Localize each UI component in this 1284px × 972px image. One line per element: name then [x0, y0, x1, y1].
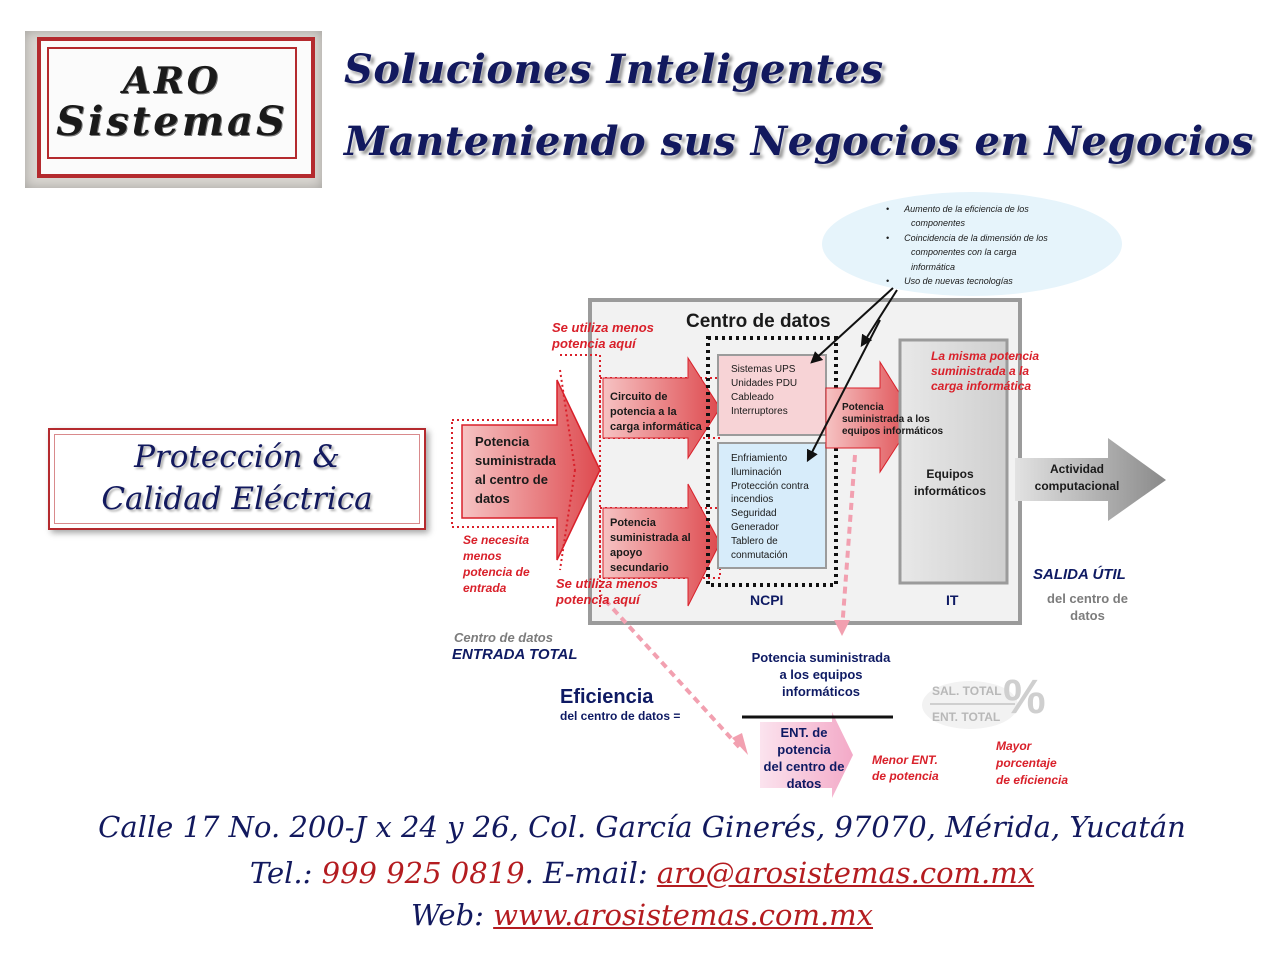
circuito-arrow [602, 356, 721, 460]
ncpi-dotted-box [706, 336, 838, 587]
headline-line2: Manteniendo sus Negocios en Negocios [344, 118, 1254, 165]
protection-box-inner: Protección & Calidad Eléctrica [54, 434, 420, 524]
denominador-arrow [760, 712, 853, 798]
tel-label: Tel.: [249, 856, 322, 890]
bubble-arrow-3 [806, 319, 881, 463]
efficiency-bubble [822, 192, 1122, 296]
company-logo: ARO SistemaS [25, 31, 322, 188]
bubble-item: • Coincidencia de la dimensión de los [886, 232, 1048, 243]
pink-dash-diagonal [603, 598, 742, 750]
bubble-item: componentes con la carga [911, 247, 1017, 258]
pink-dash-vertical-head [834, 620, 850, 636]
ent-total-label: ENT. TOTAL [932, 710, 1001, 724]
protection-box: Protección & Calidad Eléctrica [48, 428, 426, 530]
protection-line2: Calidad Eléctrica [101, 481, 373, 517]
eficiencia-sub-label: del centro de datos = [560, 709, 681, 723]
footer-contact: Tel.: 999 925 0819. E-mail: aro@arosiste… [0, 856, 1284, 890]
bubble-item: componentes [911, 218, 966, 229]
salida-arrow [1015, 438, 1166, 521]
percent-sign: % [1003, 671, 1046, 724]
menor-label: Menor ENT.de potencia [872, 753, 939, 783]
email-label: . E-mail: [524, 856, 657, 890]
bracket-top [560, 354, 601, 608]
headline-line1: Soluciones Inteligentes [344, 46, 884, 93]
ups-box [717, 354, 827, 436]
centro-datos-title: Centro de datos [686, 311, 831, 332]
enfriamiento-box [717, 442, 827, 569]
logo-text-aro: ARO [122, 60, 222, 103]
ncpi-label: NCPI [750, 592, 784, 608]
tel-number: 999 925 0819 [321, 856, 525, 890]
protection-line1: Protección & [134, 439, 340, 476]
it-box [898, 338, 1009, 585]
bracket-left-top [559, 369, 576, 471]
bubble-arrow-2 [860, 289, 898, 348]
bracket-left-bottom [559, 469, 576, 571]
web-label: Web: [410, 898, 494, 932]
salida-util-label: SALIDA ÚTIL [1033, 566, 1126, 583]
footer-address: Calle 17 No. 200-J x 24 y 26, Col. Garcí… [98, 810, 1186, 844]
bubble-item: • Aumento de la eficiencia de los [886, 204, 1029, 214]
footer-web: Web: www.arosistemas.com.mx [0, 898, 1284, 932]
it-label: IT [946, 592, 959, 608]
logo-inner-frame: ARO SistemaS [47, 47, 297, 159]
equipos-arrow [825, 360, 916, 474]
entrada-total-label: ENTRADA TOTAL [452, 646, 578, 663]
sal-total-label: SAL. TOTAL [932, 684, 1002, 698]
pink-dash-vertical [840, 454, 857, 631]
entrada-gray-label: Centro de datos [454, 630, 553, 645]
bubble-item: • Uso de nuevas tecnologías [886, 276, 1013, 287]
logo-text-sistemas: SistemaS [56, 97, 288, 145]
logo-frame: ARO SistemaS [37, 37, 315, 178]
apoyo-arrow [602, 483, 721, 607]
eficiencia-label: Eficiencia [560, 686, 654, 708]
pink-dash-diagonal-head [732, 733, 748, 755]
bubble-arrow-1 [810, 287, 894, 364]
entrada-dotted-box [451, 419, 568, 528]
web-link[interactable]: www.arosistemas.com.mx [493, 898, 874, 932]
email-link[interactable]: aro@arosistemas.com.mx [656, 856, 1035, 890]
bubble-item: informática [911, 261, 956, 272]
entrada-arrow [461, 379, 601, 561]
bubble-text: • Aumento de la eficiencia de los compon… [886, 202, 1048, 288]
